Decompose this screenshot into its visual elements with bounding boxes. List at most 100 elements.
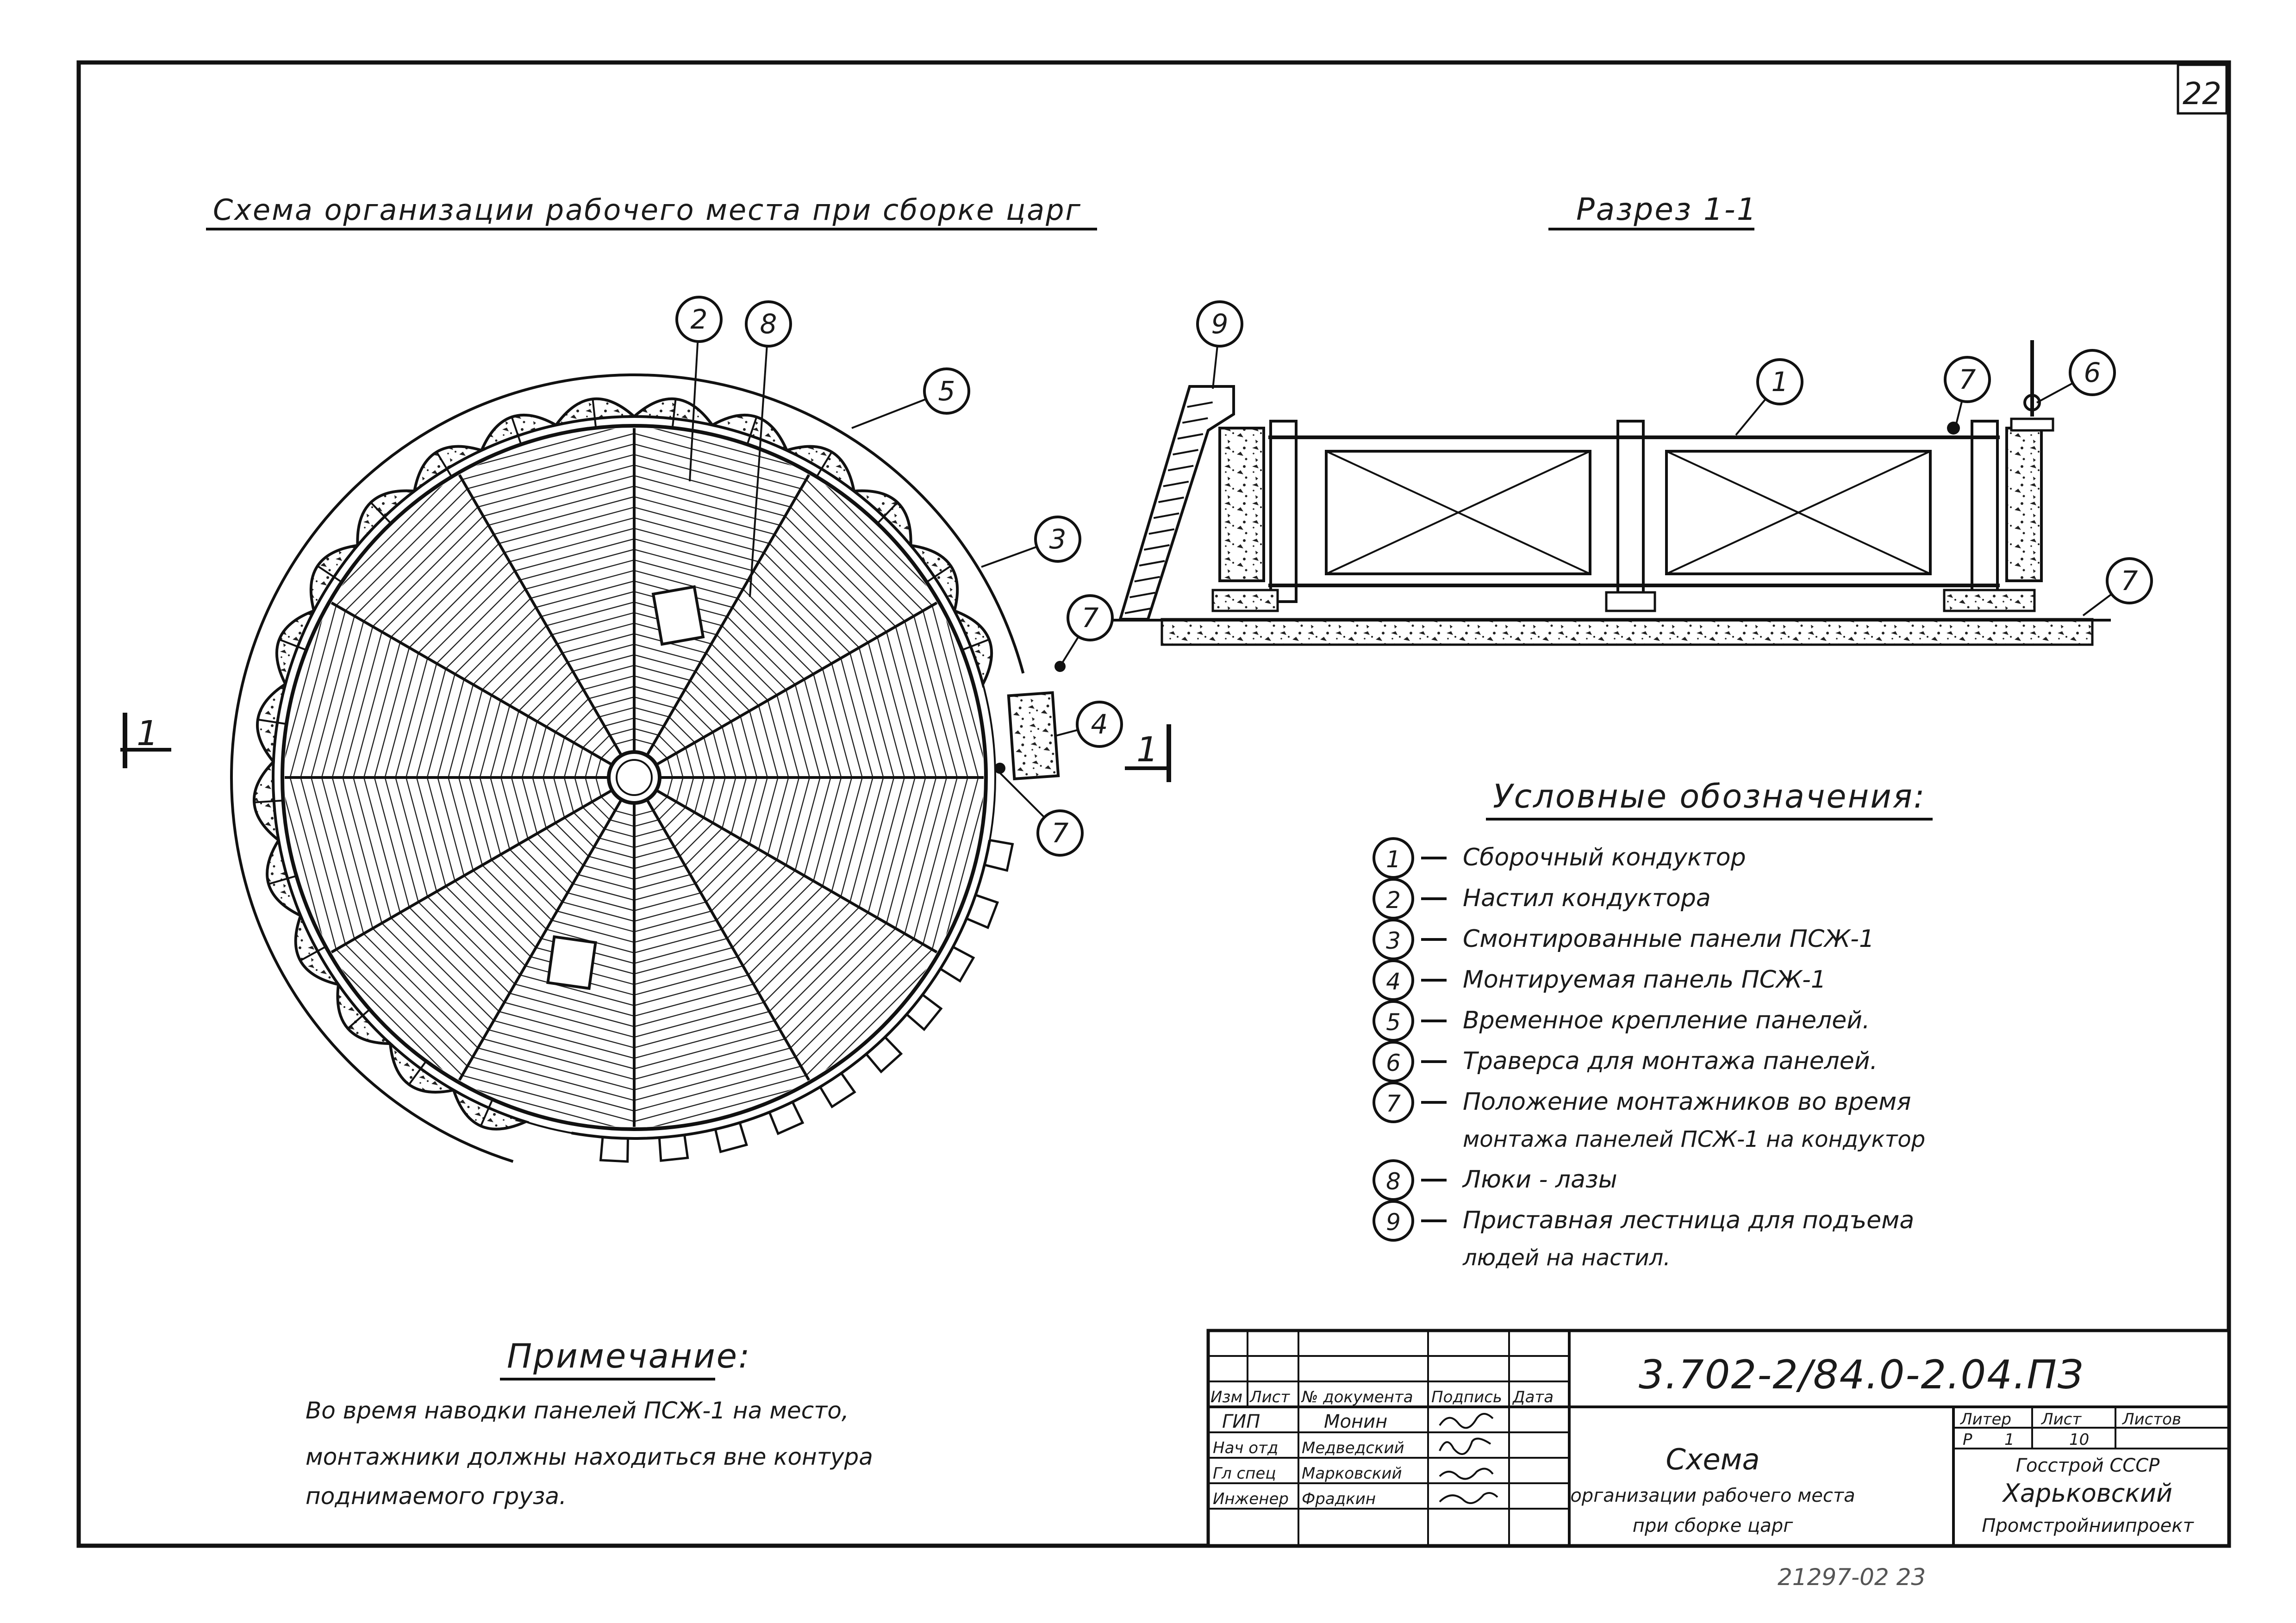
- deck-sector: [326, 470, 616, 759]
- deck-sector: [667, 777, 984, 955]
- deck-hatch-line: [813, 777, 842, 881]
- callout-number: 2: [691, 304, 708, 335]
- deck-hatch-line: [604, 717, 635, 727]
- deck-hatch-line: [858, 777, 895, 908]
- deck-hatch-line: [311, 616, 355, 778]
- callout-number: 7: [1959, 364, 1976, 395]
- deck-hatch-line: [634, 965, 743, 996]
- deck-hatch-line: [774, 917, 878, 1021]
- deck-hatch-line: [585, 777, 593, 802]
- note: Примечание: Во время наводки панелей ПСЖ…: [306, 1337, 873, 1510]
- deck-sector: [326, 796, 616, 1085]
- deck-hatch-line: [553, 777, 565, 818]
- deck-hatch-line: [468, 695, 492, 778]
- deck-hatch-line: [483, 475, 635, 517]
- deck-hatch-line: [300, 610, 346, 778]
- deck-hatch-line: [546, 827, 584, 866]
- deck-hatch-line: [562, 901, 635, 922]
- foundation-slab: [1160, 618, 2094, 646]
- deck-hatch-line: [593, 846, 635, 859]
- deck-hatch-line: [491, 859, 552, 921]
- deck-hatch-line: [913, 777, 958, 939]
- deck-hatch-line: [813, 674, 842, 778]
- deck-hatch-line: [509, 528, 635, 562]
- deck-hatch-line: [904, 777, 948, 934]
- note-line-1: Во время наводки панелей ПСЖ-1 на место,: [306, 1397, 849, 1424]
- deck-hatch-line: [472, 1057, 635, 1101]
- legend-item-number: 1: [1386, 846, 1401, 873]
- deck-hatch-line: [555, 698, 589, 733]
- deck-sector: [285, 777, 602, 955]
- deck-hatch-line: [895, 626, 937, 778]
- deck-hatch-line: [509, 993, 635, 1027]
- deck-hatch-line: [694, 742, 705, 778]
- deck-hatch-line: [822, 777, 853, 887]
- deck-hatch-line: [321, 621, 364, 778]
- deck-hatch-line: [795, 939, 915, 1058]
- panel-seat: [819, 1072, 856, 1108]
- legend-item-number: 7: [1386, 1090, 1401, 1117]
- deck-hatch-line: [913, 616, 958, 778]
- deck-hatch-line: [634, 1001, 764, 1038]
- deck-hatch-line: [742, 589, 823, 669]
- stamp-name-2: Марковский: [1302, 1464, 1402, 1483]
- deck-hatch-line: [557, 622, 635, 645]
- sheet-title-line-2: организации рабочего места: [1570, 1485, 1855, 1506]
- deck-sector: [285, 600, 602, 778]
- deck-hatch-line: [384, 777, 419, 902]
- sheet-title-line-1: Схема: [1666, 1443, 1760, 1476]
- callout-number: 7: [1052, 817, 1069, 849]
- title-block: Изм Лист № документа Подпись Дата ГИП Мо…: [1206, 1329, 2231, 1548]
- deck-hatch-line: [342, 777, 383, 924]
- ladder-rung: [1129, 591, 1155, 598]
- deck-hatch-line: [712, 732, 726, 778]
- panel-outer-contour: [230, 373, 1025, 1163]
- deck-hatch-line: [563, 777, 574, 813]
- deck-hatch-line: [800, 944, 923, 1067]
- deck-hatch-line: [779, 525, 887, 633]
- deck-hatch-line: [588, 856, 635, 869]
- callout-bubble: 2: [675, 296, 723, 482]
- callout-number: 5: [938, 375, 955, 407]
- deck-hatch-line: [609, 819, 635, 827]
- deck-hatch-line: [406, 663, 437, 778]
- deck-hatch-line: [582, 725, 605, 748]
- legend-item-text: Люки - лазы: [1462, 1166, 1617, 1194]
- deck-hatch-line: [458, 690, 483, 778]
- deck-hatch-line: [634, 686, 680, 699]
- deck-hatch-line: [634, 517, 764, 553]
- deck-hatch-line: [748, 891, 832, 976]
- stamp-role-0: ГИП: [1222, 1411, 1260, 1432]
- callout-number: 3: [1049, 523, 1067, 555]
- deck-hatch-line: [634, 675, 686, 690]
- deck-hatch-line: [634, 983, 754, 1017]
- deck-hatch-line: [634, 464, 791, 508]
- deck-hatch-line: [634, 810, 654, 816]
- deck-hatch-line: [721, 864, 786, 930]
- deck-hatch-line: [634, 506, 770, 544]
- deck-hatch-line: [794, 684, 821, 778]
- deck-hatch-line: [363, 777, 401, 913]
- callout-bubble: 5: [851, 367, 970, 429]
- deck-hatch-line: [437, 679, 465, 778]
- deck-hatch-line: [467, 443, 635, 490]
- manhole-lower: [546, 935, 597, 990]
- deck-hatch-line: [567, 644, 635, 663]
- deck-hatch-line: [500, 854, 558, 912]
- deck-hatch-line: [663, 725, 686, 748]
- note-line-3: поднимаемого груза.: [306, 1483, 567, 1510]
- deck-hatch-line: [436, 891, 521, 976]
- ladder-rung: [1148, 528, 1175, 535]
- jig-panel-left-brace-2: [1326, 450, 1591, 575]
- deck-hatch-line: [634, 454, 796, 498]
- ladder-rung: [1153, 512, 1179, 519]
- jig-panel-right-brace-2: [1666, 450, 1931, 575]
- deck-hatch-line: [445, 886, 526, 966]
- deck-hatch-line: [458, 777, 483, 865]
- deck-hatch-line: [721, 726, 736, 778]
- deck-hatch-line: [769, 912, 869, 1012]
- panel-seat: [768, 1101, 805, 1135]
- legend-item-text: Временное крепление панелей.: [1463, 1007, 1870, 1034]
- legend-item-number: 2: [1386, 887, 1401, 914]
